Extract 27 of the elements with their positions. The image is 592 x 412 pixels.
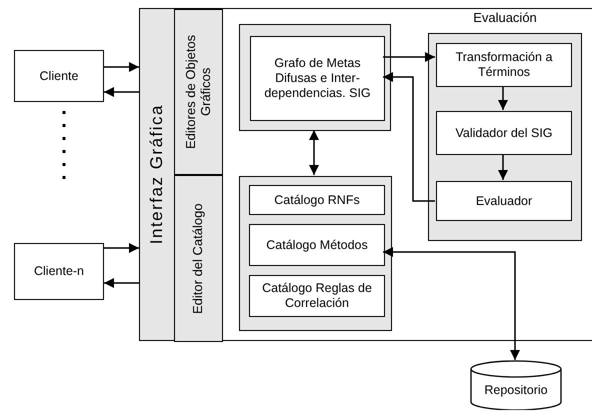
process-box: Transformación a Términos bbox=[436, 43, 572, 87]
process-box: Catálogo Métodos bbox=[249, 224, 385, 266]
interface-label: Interfaz Gráfica bbox=[147, 104, 167, 245]
arrow bbox=[104, 62, 139, 72]
arrow bbox=[383, 72, 435, 202]
arrow bbox=[104, 278, 139, 288]
group-panel bbox=[239, 176, 392, 331]
arrow bbox=[104, 87, 139, 97]
process-box: Catálogo RNFs bbox=[249, 185, 385, 215]
arrow bbox=[309, 130, 319, 175]
arrow bbox=[498, 86, 508, 110]
arrow bbox=[383, 247, 520, 360]
process-box: Cliente bbox=[14, 50, 104, 102]
editor-column: Editor del Catálogo bbox=[174, 175, 223, 342]
process-box: Catálogo Reglas de Correlación bbox=[249, 275, 385, 317]
process-box: Cliente-n bbox=[14, 243, 104, 300]
arrow bbox=[383, 52, 435, 62]
arrow bbox=[104, 243, 139, 253]
arrow bbox=[498, 154, 508, 180]
process-box: Evaluador bbox=[436, 181, 572, 221]
editor-column: Editores de Objetos Gráficos bbox=[174, 9, 223, 175]
process-box: Grafo de Metas Difusas e Inter- dependencias. SIG bbox=[250, 36, 385, 121]
group-heading: Evaluación bbox=[472, 10, 538, 26]
group-panel bbox=[239, 24, 391, 131]
interface-frame bbox=[139, 8, 592, 341]
database-cylinder: Repositorio bbox=[470, 360, 562, 410]
process-box: Validador del SIG bbox=[436, 111, 572, 155]
